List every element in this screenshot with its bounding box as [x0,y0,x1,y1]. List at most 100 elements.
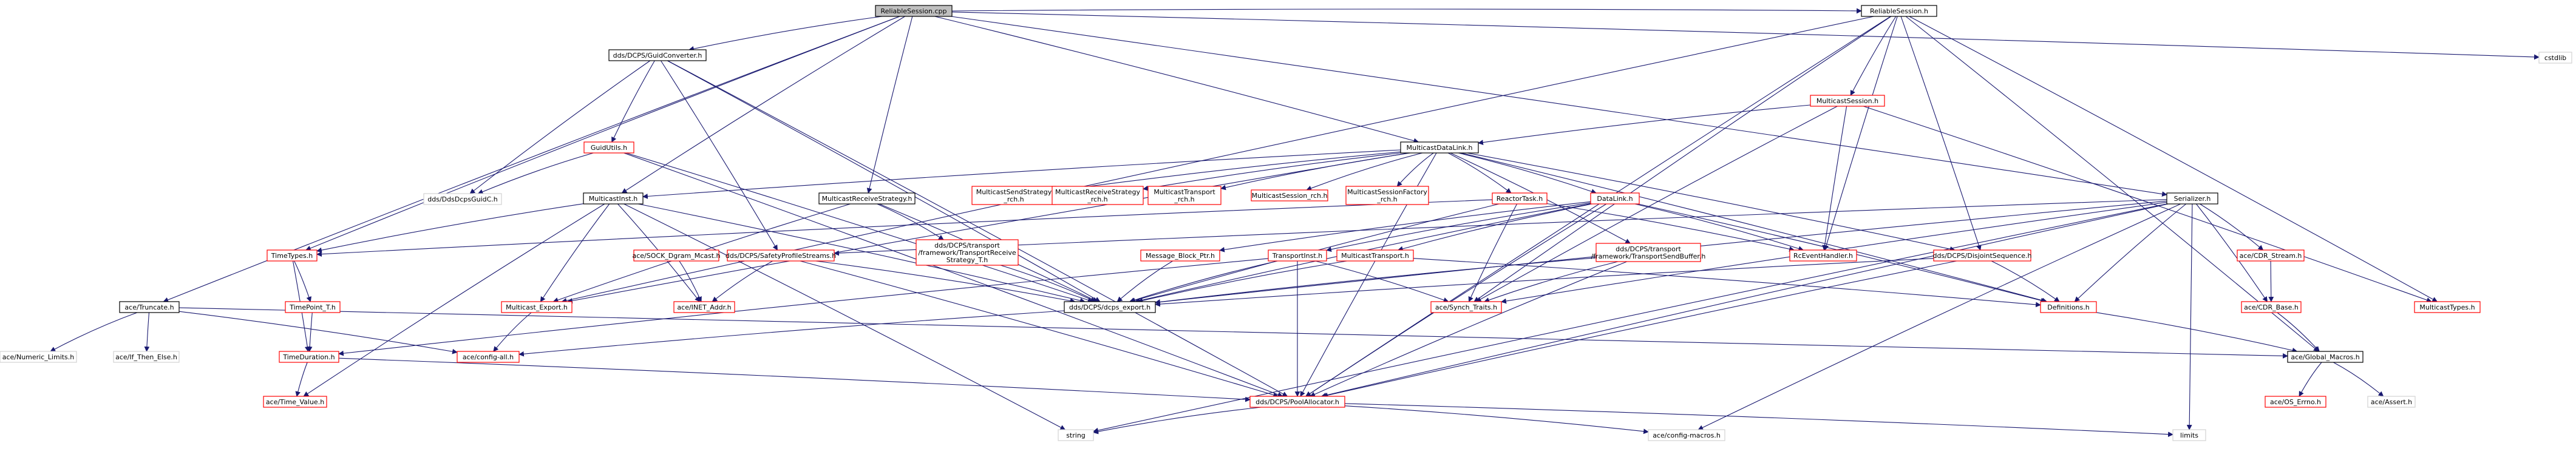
edge-guidconverter-h-to-guidutils-h [611,60,655,143]
node-dds-dcps-guidconverter-h[interactable]: dds/DCPS/GuidConverter.h [608,49,707,61]
edge-poolallocator-h-to-string [1093,407,1262,435]
edge-export-h-to-config-all-h [493,312,532,352]
node-dds-dcps-safetyprofilestreams-h[interactable]: dds/DCPS/SafetyProfileStreams.h [726,249,836,262]
node-label: MulticastDataLink.h [1407,144,1473,152]
node-multicasttypes-h[interactable]: MulticastTypes.h [2414,301,2481,313]
node-box [971,186,1056,205]
node-multicastsession-rch-h[interactable]: MulticastSession_rch.h [1251,189,1328,201]
edge-multicastsession-h-to-synch-traits-h [1475,106,1838,302]
edge-truncate-h-to-numeric-limits-h [50,312,138,352]
edge-multicastsession-h-to-multicastdatalink-h [1478,104,1811,145]
node-ace-global-macros-h[interactable]: ace/Global_Macros.h [2287,351,2364,363]
node-ace-cdr-stream-h[interactable]: ace/CDR_Stream.h [2237,249,2305,262]
node-timepoint-t-h[interactable]: TimePoint_T.h [285,301,341,313]
node-ace-config-macros-h[interactable]: ace/config-macros.h [1648,429,1725,441]
node-box [1058,429,1094,441]
node-box [1810,95,1885,107]
node-guidutils-h[interactable]: GuidUtils.h [583,141,634,154]
node-label: ace/Assert.h [2371,398,2412,406]
node-message-block-ptr-h[interactable]: Message_Block_Ptr.h [1140,249,1220,262]
node-box [2172,429,2206,441]
node-ace-truncate-h[interactable]: ace/Truncate.h [119,301,180,313]
node-rceventhandler-h[interactable]: RcEventHandler.h [1789,249,1857,262]
node-datalink-h[interactable]: DataLink.h [1590,192,1640,205]
edge-multicastdatalink-h-to-disjointsequence-h [1467,152,1956,252]
edge-guidconverter-h-to-poolallocator-h [667,60,1288,397]
node-label: MulticastReceiveStrategy.h [822,195,912,203]
edge-timeduration-h-to-poolallocator-h [338,357,1251,402]
node-multicastsendstrategy-rch-h[interactable]: MulticastSendStrategy_rch.hMulticastSend… [971,186,1056,205]
edge-datalink-h-to-multicasttransport-h [1397,203,1592,252]
node-label: ace/config-all.h [463,353,514,361]
node-multicastreceivestrategy-h[interactable]: MulticastReceiveStrategy.h [818,192,916,205]
node-dds-dcps-disjointsequence-h[interactable]: dds/DCPS/DisjointSequence.h [1933,249,2032,262]
node-reliablesession-h[interactable]: ReliableSession.h [1861,5,1937,17]
node-dds-dcps-transport-framework-transportreceivestrategy-t-h[interactable]: dds/DCPS/transport/framework/TransportRe… [916,239,1019,266]
node-ace-synch-traits-h[interactable]: ace/Synch_Traits.h [1430,301,1502,313]
node-multicasttransport-rch-h[interactable]: MulticastTransport_rch.hMulticastTranspo… [1147,186,1222,205]
node-definitions-h[interactable]: Definitions.h [2040,301,2097,313]
node-label: ace/Numeric_Limits.h [2,353,75,361]
edge-datalink-h-to-rceventhandler-h [1634,203,1804,251]
node-multicast-export-h[interactable]: Multicast_Export.h [501,301,573,313]
node-box [2241,301,2302,313]
node-multicastdatalink-h[interactable]: MulticastDataLink.h [1400,141,1479,154]
node-label: ace/Synch_Traits.h [1435,303,1497,311]
node-timeduration-h[interactable]: TimeDuration.h [279,351,339,363]
node-ace-os-errno-h[interactable]: ace/OS_Errno.h [2265,396,2326,408]
node-label-line: MulticastSendStrategy [976,188,1052,196]
node-limits[interactable]: limits [2172,429,2206,441]
node-box [1430,301,1502,313]
edge-timeduration-h-to-time-value-h [295,362,308,397]
node-label: RcEventHandler.h [1793,252,1853,260]
edge-reliablesession-h-to-multicastsession-h [1850,16,1897,96]
node-ace-numeric-limits-h[interactable]: ace/Numeric_Limits.h [0,351,77,363]
node-dds-dcps-dcps-export-h[interactable]: dds/DCPS/dcps_export.h [1064,301,1156,313]
edge-disjointsequence-h-to-dcps-export-h [1155,258,1934,307]
node-label-line: MulticastSessionFactory [1347,188,1427,196]
edge-global-macros-h-to-os-errno-h [2299,362,2322,397]
node-ace-cdr-base-h[interactable]: ace/CDR_Base.h [2241,301,2302,313]
node-ace-config-all-h[interactable]: ace/config-all.h [457,351,520,363]
node-serializer-h[interactable]: Serializer.h [2166,192,2218,205]
node-ace-time-value-h[interactable]: ace/Time_Value.h [263,396,327,408]
node-multicastinst-h[interactable]: MulticastInst.h [583,192,644,205]
node-dds-ddsdcpsguidc-h[interactable]: dds/DdsDcpsGuidC.h [423,193,502,205]
node-transportinst-h[interactable]: TransportInst.h [1268,249,1327,262]
node-dds-dcps-transport-framework-transportsendbuffer-h[interactable]: dds/DCPS/transport/framework/TransportSe… [1591,243,1706,262]
edge-reliablesession-h-to-synch-traits-h [1473,16,1892,302]
node-box [2237,249,2305,262]
node-box [1064,301,1156,313]
edge-reliablesession-h-to-multicasttypes-h [1909,16,2438,302]
edge-dcps-export-h-to-config-all-h [518,310,1065,357]
node-label-line: _rch.h [1087,195,1107,203]
node-reactortask-h[interactable]: ReactorTask.h [1492,192,1548,205]
node-label: ace/If_Then_Else.h [115,353,177,361]
node-ace-assert-h[interactable]: ace/Assert.h [2367,396,2416,408]
edge-reliablesession-h-to-global-macros-h [1905,16,2319,352]
edge-guidconverter-h-to-safetyprofilestreams-h [661,60,778,251]
edge-multicastinst-h-to-export-h [540,203,610,302]
node-label: TimePoint_T.h [289,303,336,311]
node-ace-inet-addr-h[interactable]: ace/INET_Addr.h [673,301,735,313]
node-multicastsession-h[interactable]: MulticastSession.h [1810,95,1885,107]
edges-layer [50,8,2540,438]
node-ace-if-then-else-h[interactable]: ace/If_Then_Else.h [113,351,180,363]
edge-multicastdatalink-h-to-multicastsessionfactory-rch-h [1396,152,1434,187]
node-box [2287,351,2364,363]
node-cstdlib[interactable]: cstdlib [2538,52,2572,64]
edge-transportinst-h-to-dcps-export-h [1129,260,1278,303]
edge-truncate-h-to-config-all-h [178,311,458,354]
edge-multicastinst-h-to-time-value-h [303,203,605,397]
node-box [875,5,953,17]
node-timetypes-h[interactable]: TimeTypes.h [267,249,318,262]
node-multicasttransport-h[interactable]: MulticastTransport.h [1336,249,1414,262]
node-reliablesession-cpp[interactable]: ReliableSession.cpp [875,5,953,17]
node-multicastreceivestrategy-rch-h[interactable]: MulticastReceiveStrategy_rch.hMulticastR… [1052,186,1144,205]
edge-serializer-h-to-definitions-h [2074,203,2187,302]
node-dds-dcps-poolallocator-h[interactable]: dds/DCPS/PoolAllocator.h [1249,396,1345,408]
node-string[interactable]: string [1058,429,1094,441]
node-box [608,49,707,61]
node-ace-sock-dgram-mcast-h[interactable]: ace/SOCK_Dgram_Mcast.h [632,249,721,262]
